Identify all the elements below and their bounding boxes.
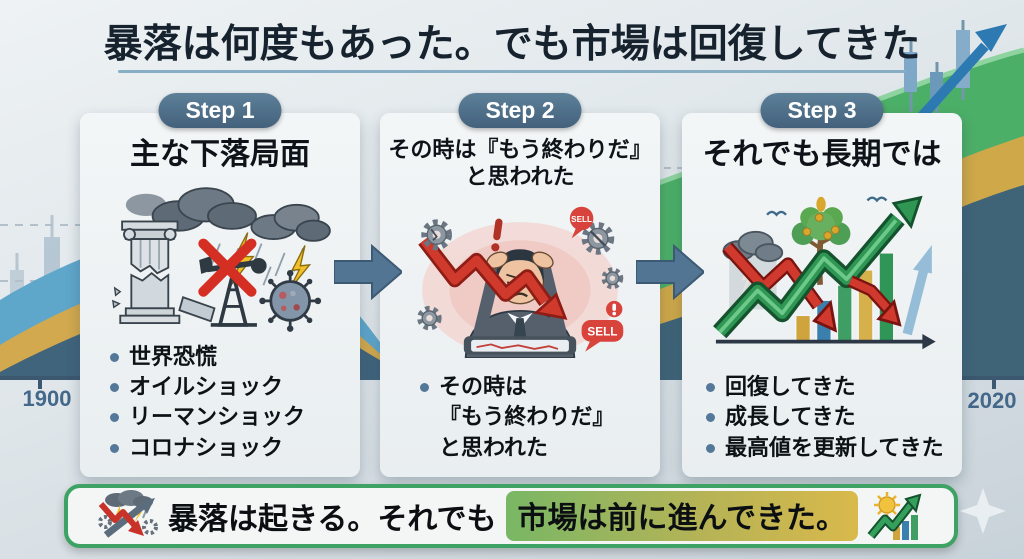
storm-cloud-icon [125,187,331,242]
list-item: 回復してきた [706,372,954,402]
exclamation-icon [491,218,503,252]
x-axis-icon [715,334,936,350]
banner-highlight-text: 市場は前に進んできた。 [505,491,858,541]
step-1-card: Step 1 主な下落局面 [80,93,360,477]
sell-label: SELL [587,326,617,339]
bird-icon [866,196,888,203]
flow-arrow-right-icon [636,244,704,300]
sell-bubble-icon: SELL [569,206,594,239]
step-1-badge: Step 1 [158,93,282,128]
alert-bubble-icon [606,301,623,318]
step-3-card: Step 3 それでも長期では [682,93,962,477]
corner-candlestick-arrow-decoration [904,20,1007,128]
sell-bubble-icon: SELL [581,320,624,352]
step-3-badge: Step 3 [760,93,884,128]
red-x-icon [198,238,257,297]
title-underline [118,70,906,73]
step-2-card: Step 2 その時は『もう終わりだ』 と思われた [380,93,660,477]
step-3-illustration [708,174,936,372]
conclusion-banner: 暴落は起きる。それでも 市場は前に進んできた。 [64,484,958,548]
list-item: 成長してきた [706,402,954,432]
timeline-year-start: 1900 [22,386,72,411]
gear-icon [581,222,615,256]
sparkle-icon [960,488,1006,534]
panicked-investor-illustration: SELL SELL [417,206,624,359]
crash-storm-icon [98,490,158,538]
rising-arrow-icon [911,24,1007,128]
list-item: コロナショック [110,433,352,463]
crash-arrow-icon [847,275,902,327]
list-item: オイルショック [110,372,352,402]
timeline-year-end: 2020 [967,388,1017,413]
bird-icon [766,210,787,217]
long-term-growth-illustration [713,196,936,350]
fruit-tree-icon [791,196,851,286]
step-1-illustration [109,174,331,342]
coronavirus-icon [259,270,322,332]
sunrise-growth-icon [867,492,922,540]
sell-label: SELL [571,215,592,224]
crash-arrow-icon [418,236,568,321]
list-item: 最高値を更新してきた [706,433,954,463]
list-item: その時は 『もう終わりだ』 と思われた [420,372,652,463]
step-2-bullet-list: その時は 『もう終わりだ』 と思われた [380,372,660,477]
step-3-heading: それでも長期では [702,138,942,171]
step-1-bullet-list: 世界恐慌 オイルショック リーマンショック コロナショック [80,342,360,477]
page-title: 暴落は何度もあった。でも市場は回復してきた [103,23,921,66]
timeline-tick-2020 [992,380,996,389]
timeline-axis-right [956,376,1024,380]
timeline-axis-left [0,376,80,380]
background-arrow-icon [902,245,932,336]
list-item: 世界恐慌 [110,342,352,372]
gear-icon [601,267,624,290]
step-2-heading: その時は『もう終わりだ』 と思われた [388,137,652,189]
gear-icon [417,306,442,331]
step-3-bullet-list: 回復してきた 成長してきた 最高値を更新してきた [682,372,962,477]
step-1-heading: 主な下落局面 [130,138,310,171]
growth-arrow-icon [713,196,923,339]
step-2-illustration: SELL SELL [411,191,629,372]
banner-text: 暴落は起きる。それでも [168,503,497,536]
step-2-badge: Step 2 [458,93,582,128]
tablet-declining-chart-icon [463,336,577,355]
flow-arrow-right-icon [334,244,402,300]
timeline-tick-1900 [38,380,42,389]
gear-icon [421,219,453,251]
list-item: リーマンショック [110,402,352,432]
broken-column-icon [112,220,216,325]
economic-crisis-storm-illustration [112,187,331,332]
